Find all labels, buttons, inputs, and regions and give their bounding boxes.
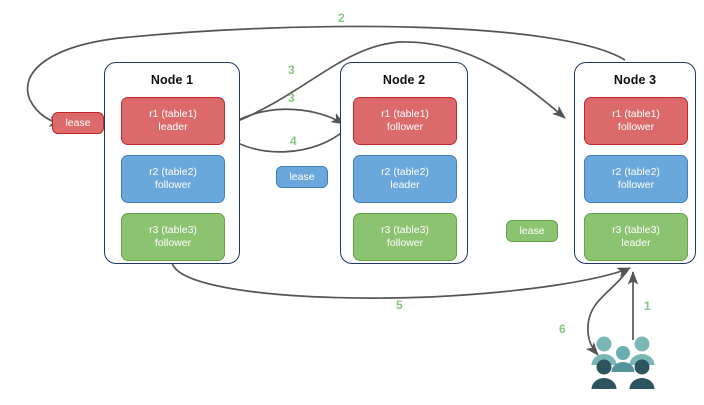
replica-name: r3 (table3) [612, 224, 660, 236]
replica-role: follower [617, 179, 655, 191]
replica-role: follower [617, 121, 655, 133]
replica-role: leader [390, 179, 420, 191]
step-label-1: 1 [644, 299, 651, 313]
node-title: Node 2 [382, 73, 426, 87]
step-label-4: 4 [290, 134, 297, 148]
replica-role: follower [154, 237, 192, 249]
replica-name: r1 (table1) [612, 108, 660, 120]
node-title: Node 3 [613, 73, 657, 87]
edge-step-3-lower [223, 108, 345, 130]
replica-name: r3 (table3) [149, 224, 197, 236]
step-label-3b: 3 [288, 91, 295, 105]
node-title: Node 1 [150, 73, 194, 87]
edge-step-5 [171, 261, 631, 299]
replica-node3-r3[interactable]: r3 (table3) leader [584, 213, 688, 261]
replica-node3-r2[interactable]: r2 (table2) follower [584, 155, 688, 203]
replica-name: r3 (table3) [381, 224, 429, 236]
replica-name: r2 (table2) [381, 166, 429, 178]
replica-node3-r1[interactable]: r1 (table1) follower [584, 97, 688, 145]
replica-role: leader [158, 121, 188, 133]
replica-node2-r2[interactable]: r2 (table2) leader [353, 155, 457, 203]
replica-node2-r3[interactable]: r3 (table3) follower [353, 213, 457, 261]
replica-role: follower [386, 121, 424, 133]
node-container-node2: Node 2 r1 (table1) follower r2 (table2) … [340, 62, 468, 264]
node-container-node1: Node 1 r1 (table1) leader r2 (table2) fo… [104, 62, 240, 264]
node-container-node3: Node 3 r1 (table1) follower r2 (table2) … [574, 62, 696, 264]
step-label-6: 6 [559, 322, 566, 336]
step-label-5: 5 [396, 298, 403, 312]
replica-node1-r1[interactable]: r1 (table1) leader [121, 97, 225, 145]
replica-name: r2 (table2) [612, 166, 660, 178]
replica-name: r1 (table1) [149, 108, 197, 120]
lease-badge-r2[interactable]: lease [276, 166, 328, 188]
replica-node1-r3[interactable]: r3 (table3) follower [121, 213, 225, 261]
step-label-3a: 3 [288, 63, 295, 77]
replica-node1-r2[interactable]: r2 (table2) follower [121, 155, 225, 203]
replica-role: follower [386, 237, 424, 249]
users-icon-svg [591, 336, 655, 389]
lease-badge-r1[interactable]: lease [52, 112, 104, 134]
replica-role: follower [154, 179, 192, 191]
lease-badge-r3[interactable]: lease [506, 220, 558, 242]
users-icon [588, 334, 660, 392]
replica-name: r1 (table1) [381, 108, 429, 120]
replica-name: r2 (table2) [149, 166, 197, 178]
step-label-2: 2 [338, 11, 345, 25]
edge-step-4 [227, 128, 347, 153]
replica-role: leader [621, 237, 651, 249]
replica-node2-r1[interactable]: r1 (table1) follower [353, 97, 457, 145]
